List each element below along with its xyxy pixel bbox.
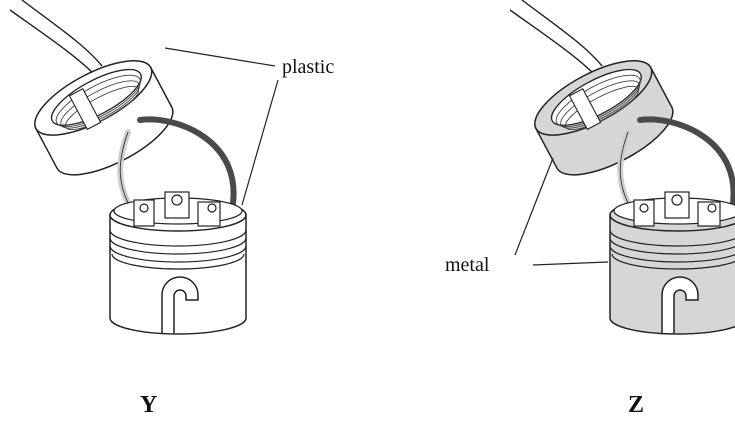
- metal-label: metal: [445, 254, 489, 277]
- caption-y: Y: [140, 392, 157, 419]
- plastic-label: plastic: [282, 56, 334, 79]
- caption-z: Z: [628, 392, 644, 419]
- holder-z: [510, 0, 735, 334]
- holder-y: #hy .capbody { fill: #ffffff; } #hy .bas…: [10, 0, 246, 334]
